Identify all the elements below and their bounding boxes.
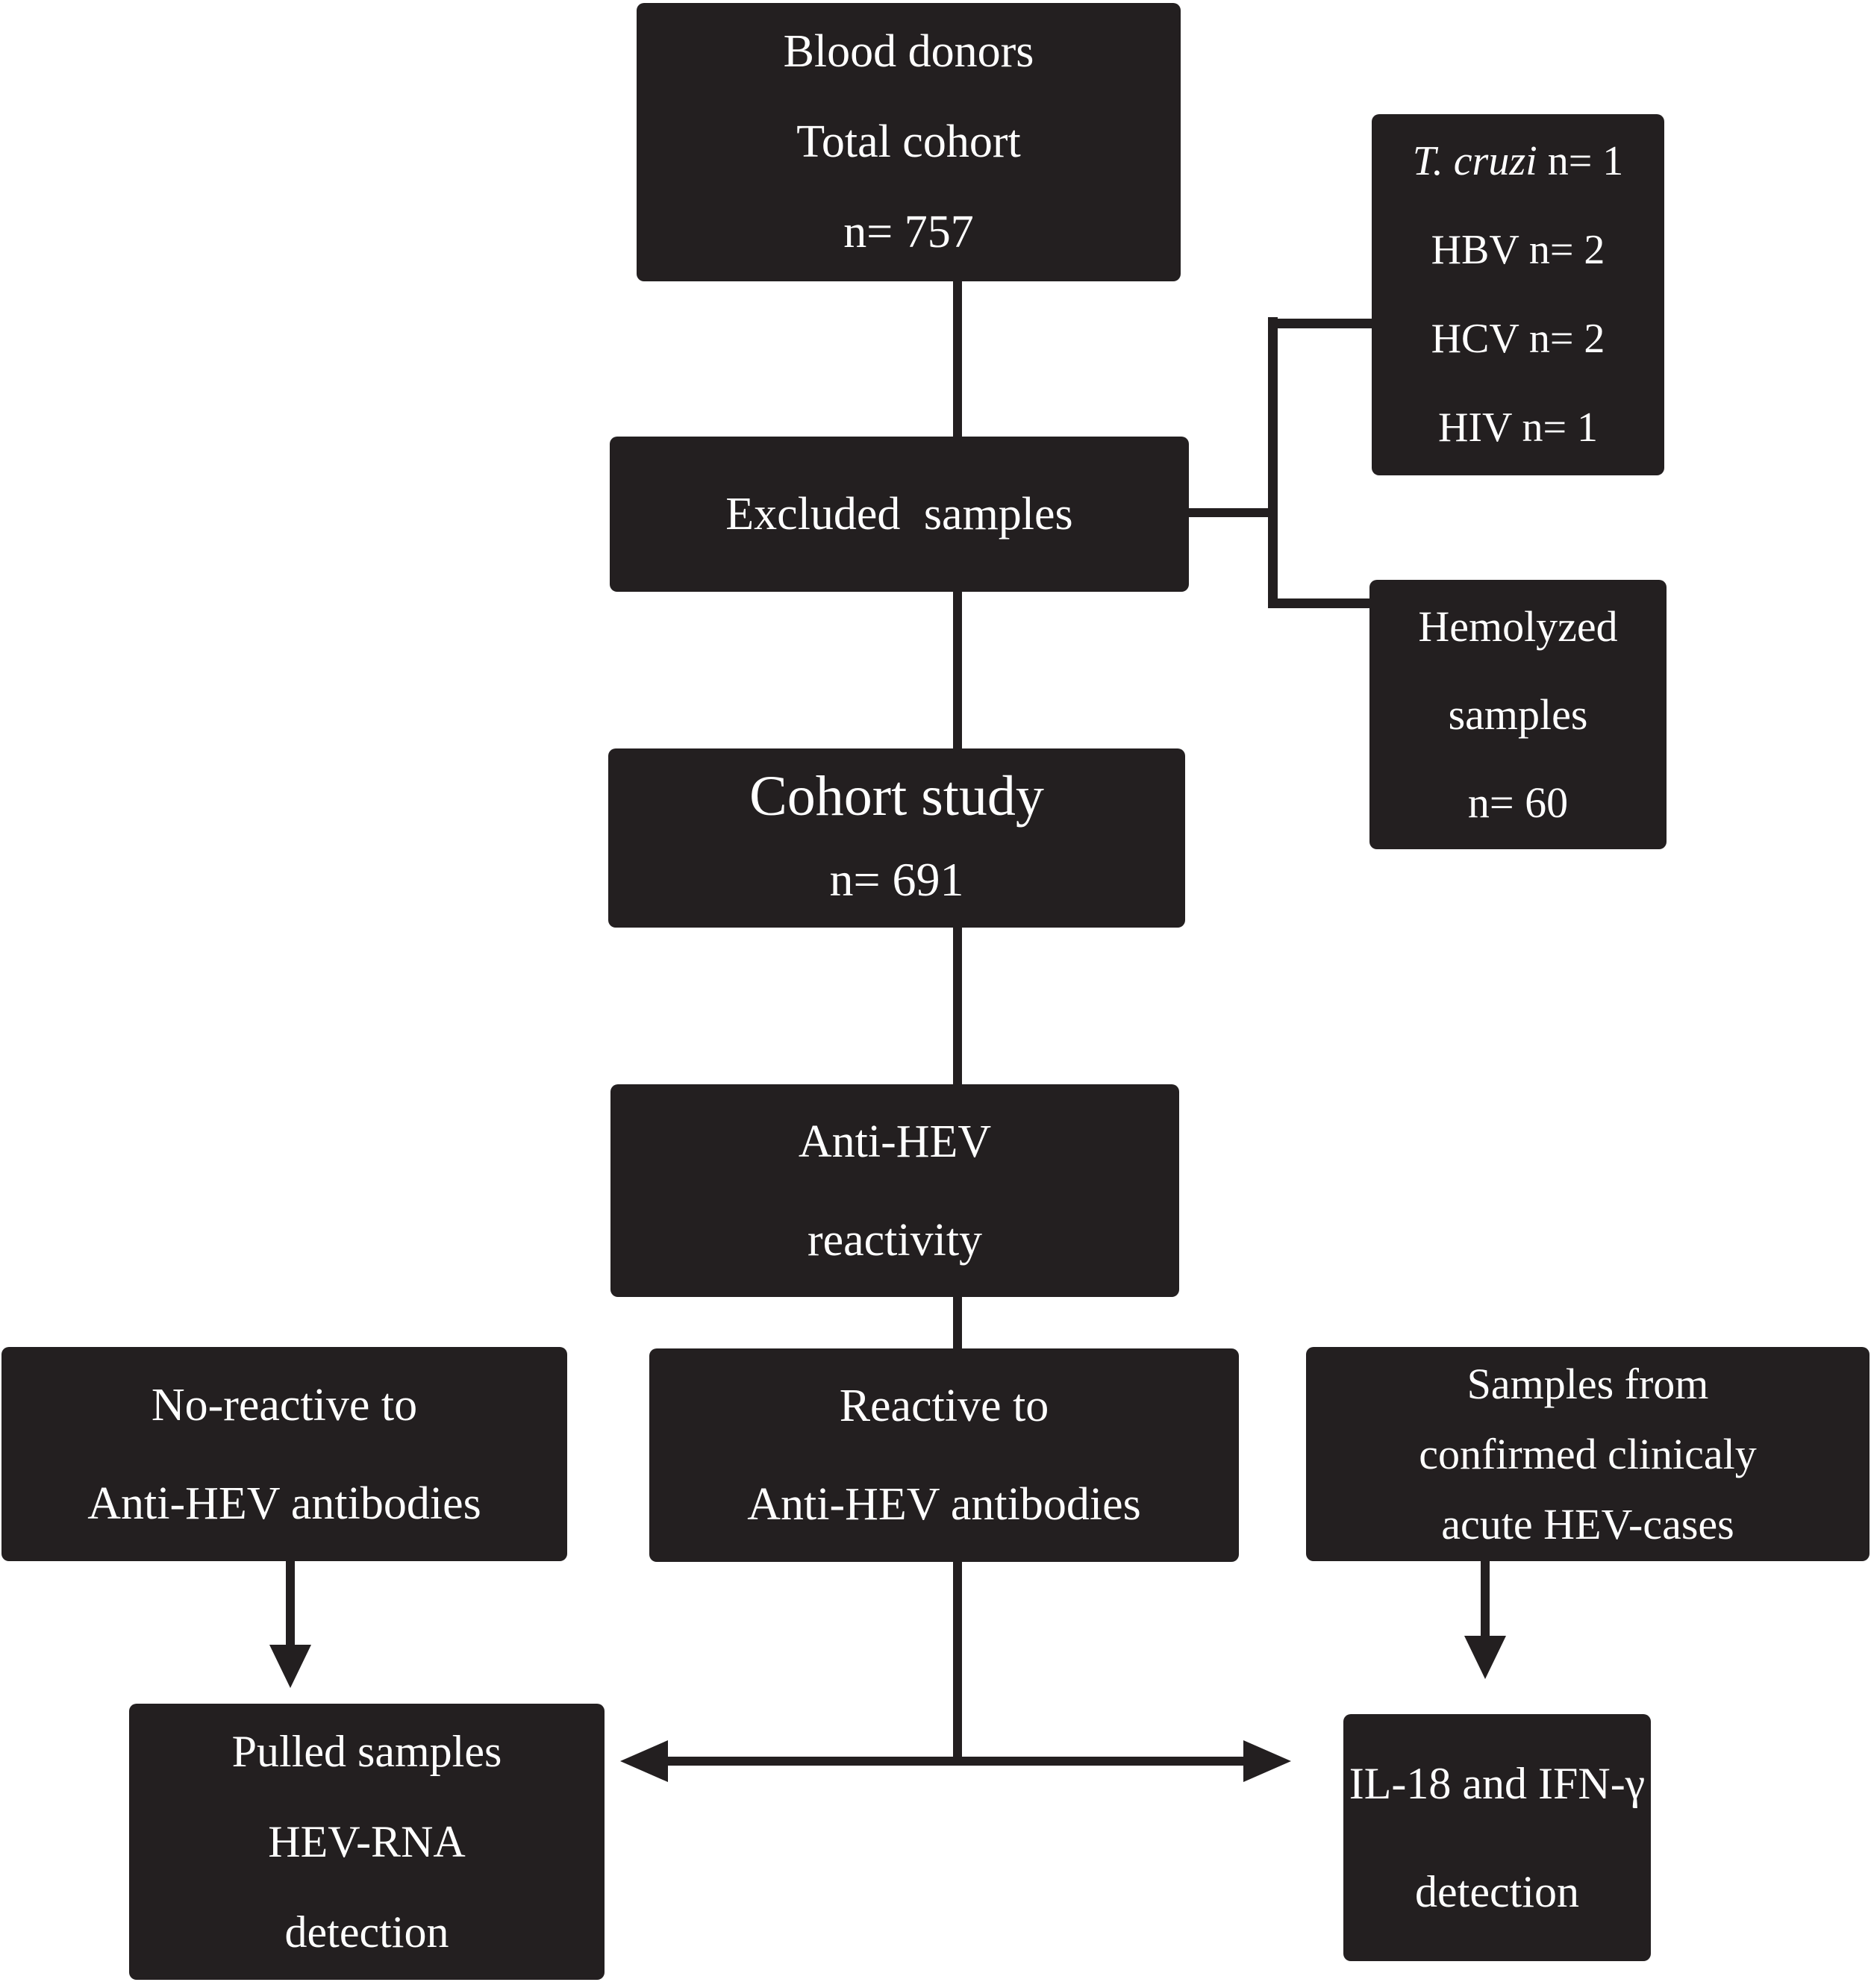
node-text-line: Reactive to [839,1381,1049,1431]
connector-excluded-to-bracket [1189,508,1277,517]
node-text-line: acute HEV-cases [1441,1499,1734,1548]
node-text-line: Anti-HEV [798,1116,992,1167]
arrowhead-left-icon [620,1740,668,1782]
arrowhead-down-icon [1464,1636,1506,1679]
node-text-line: HCV n= 2 [1431,316,1605,362]
node-text-line: Blood donors [783,26,1034,77]
node-text-line: T. cruzi n= 1 [1413,117,1624,206]
node-blood-donors-total-cohort: Blood donors Total cohort n= 757 [637,3,1181,281]
node-reactive-anti-hev: Reactive to Anti-HEV antibodies [649,1348,1239,1562]
node-text-line: HEV-RNA [268,1816,466,1866]
arrowhead-down-icon [269,1645,311,1688]
bracket-vertical-line [1268,317,1278,608]
bracket-to-serology-box [1278,319,1372,328]
node-text-line: detection [284,1907,449,1957]
node-cohort-study: Cohort study n= 691 [608,748,1185,928]
node-no-reactive-anti-hev: No-reactive to Anti-HEV antibodies [1,1347,567,1561]
node-text-line: samples [1448,690,1588,739]
node-text-line: Pulled samples [231,1726,502,1776]
node-excluded-samples: Excluded samples [610,437,1189,592]
bracket-to-hemolyzed-box [1278,598,1369,608]
arrow-noreactive-to-pulled-shaft [286,1561,295,1645]
node-count-line: n= 60 [1467,778,1569,827]
double-arrow-crossbar [666,1757,1245,1766]
node-count-line: n= 691 [829,853,964,906]
connector-cohort-to-antihev [953,928,962,1084]
node-text-line: IL-18 and IFN-γ [1349,1758,1646,1808]
node-text-line: HBV n= 2 [1431,227,1605,273]
connector-excluded-to-cohort [953,592,962,748]
arrow-confirmed-to-il18-shaft [1481,1561,1490,1636]
node-count-line: n= 757 [843,207,974,257]
node-text-line: detection [1415,1866,1579,1916]
node-text-line: Anti-HEV antibodies [87,1478,481,1529]
node-text-line: Samples from [1466,1359,1709,1408]
node-text-line: HIV n= 1 [1437,404,1599,451]
node-pulled-samples-hev-rna: Pulled samples HEV-RNA detection [129,1704,605,1980]
node-text-line: reactivity [807,1214,983,1266]
species-name-italic: T. cruzi [1412,138,1537,184]
node-exclusion-serology-list: T. cruzi n= 1 HBV n= 2 HCV n= 2 HIV n= 1 [1372,114,1664,475]
species-count: n= 1 [1537,138,1624,184]
connector-reactive-to-crossbar [953,1562,962,1766]
node-title-line: Cohort study [749,765,1044,828]
node-text-line: Excluded samples [725,488,1073,540]
node-text-line: Hemolyzed [1418,601,1618,651]
node-text-line: Total cohort [796,116,1021,167]
node-hemolyzed-samples: Hemolyzed samples n= 60 [1369,580,1667,849]
arrowhead-right-icon [1243,1740,1291,1782]
node-text-line: No-reactive to [151,1379,418,1431]
connector-blood-to-excluded [953,281,962,437]
node-text-line: confirmed clinicaly [1419,1429,1757,1478]
node-anti-hev-reactivity: Anti-HEV reactivity [610,1084,1179,1297]
node-text-line: Anti-HEV antibodies [747,1479,1141,1530]
node-il18-ifn-gamma-detection: IL-18 and IFN-γ detection [1343,1714,1651,1961]
connector-antihev-to-reactive [953,1297,962,1348]
node-confirmed-acute-hev-cases: Samples from confirmed clinicaly acute H… [1306,1347,1870,1561]
